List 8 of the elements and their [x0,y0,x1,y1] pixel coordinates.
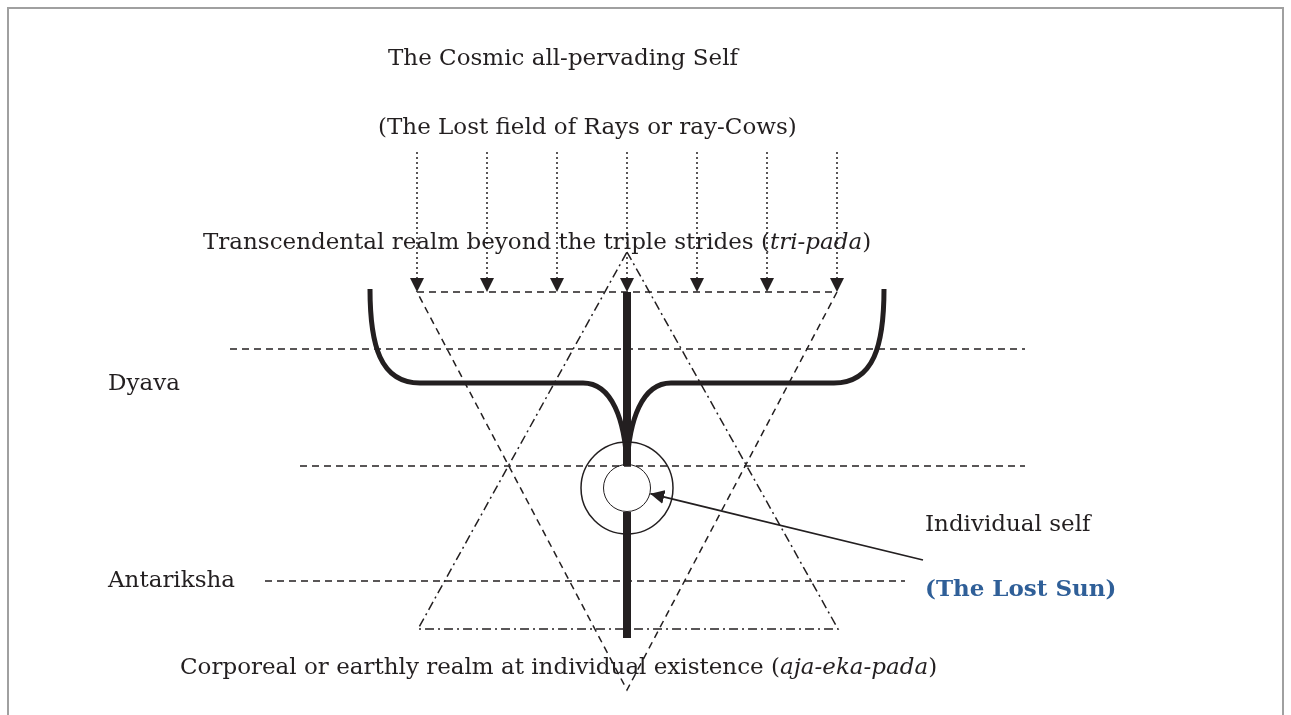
heading-text: The Cosmic all-pervading Self [388,43,739,72]
level-label: Dyava [108,368,180,397]
callout-subtext: (The Lost Sun) [925,573,1118,603]
realm-label: Transcendental realm beyond the triple strides (tri-pada) [203,227,872,256]
subheading-text: (The Lost field of Rays or ray-Cows) [378,112,797,141]
level-label: Antariksha [108,565,235,594]
callout-text: Individual self [925,509,1093,538]
leader-line [649,490,924,561]
